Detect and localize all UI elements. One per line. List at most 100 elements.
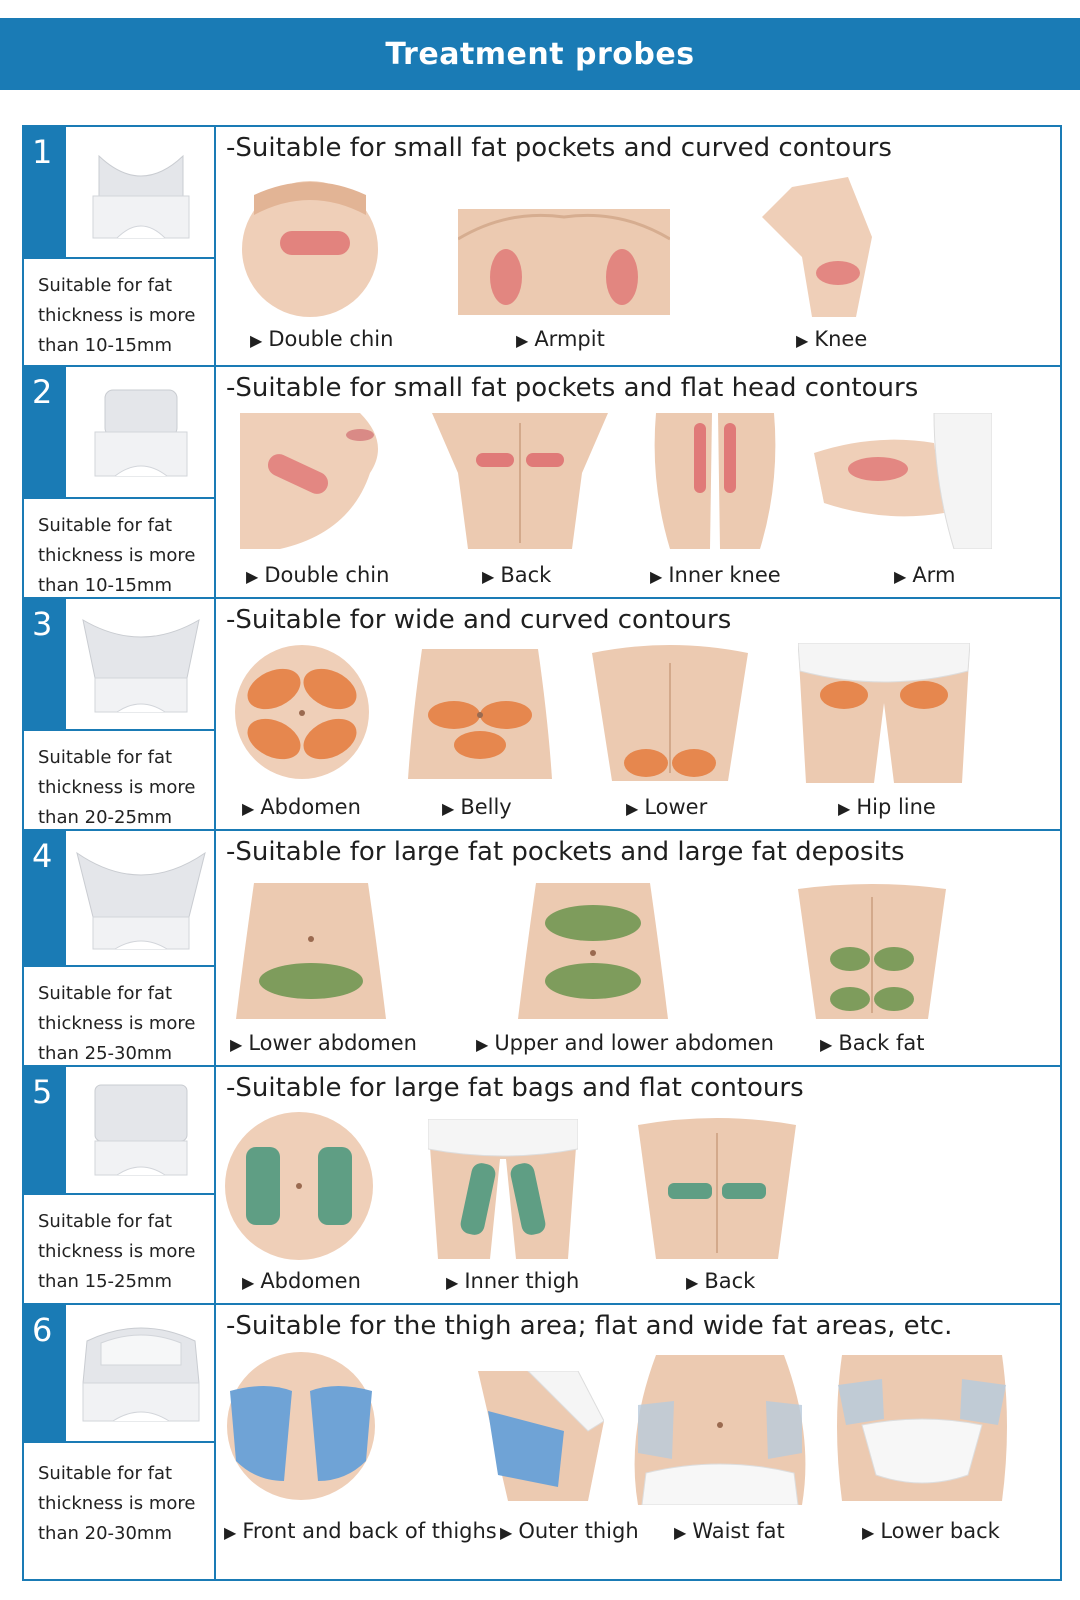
note-line: than 10-15mm [38, 575, 172, 596]
item-caption: ▶Lower back [862, 1519, 1000, 1543]
item-label: Abdomen [260, 795, 361, 819]
item-caption: ▶ Arm [894, 563, 955, 587]
note-line: Suitable for fat [38, 275, 173, 296]
probe-6-icon [68, 1305, 214, 1441]
item-caption: ▶Lower [626, 795, 707, 819]
bullet-triangle-icon: ▶ [894, 567, 907, 586]
note-line: than 25-30mm [38, 1043, 172, 1064]
row-heading: -Suitable for small fat pockets and curv… [226, 133, 892, 163]
note-line: Suitable for fat [38, 983, 173, 1004]
probe-1-icon [68, 127, 214, 257]
probe-number: 4 [32, 837, 53, 875]
bullet-triangle-icon: ▶ [242, 799, 255, 818]
note-line: than 20-25mm [38, 807, 172, 828]
waist-fat-photo-icon [626, 1355, 814, 1505]
item-label: Abdomen [260, 1269, 361, 1293]
bullet-triangle-icon: ▶ [250, 331, 263, 350]
probe-row-3: 3 Suitable for fat thickness is more tha… [24, 599, 1060, 831]
probe-cell: 5 Suitable for fat thickness is more tha… [24, 1067, 216, 1303]
note-line: thickness is more [38, 1241, 196, 1262]
bullet-triangle-icon: ▶ [446, 1273, 459, 1292]
item-caption: ▶ Armpit [516, 327, 605, 351]
item-label: Armpit [534, 327, 605, 351]
number-block: 2 [24, 367, 66, 497]
item-caption: ▶ Hip line [838, 795, 936, 819]
upper-lower-abdomen-photo-icon [518, 883, 668, 1019]
item-caption: ▶Waist fat [674, 1519, 785, 1543]
item-label: Inner knee [668, 563, 781, 587]
row-heading: -Suitable for large fat bags and flat co… [226, 1073, 804, 1103]
row-content: -Suitable for small fat pockets and curv… [218, 127, 1060, 365]
note-line: thickness is more [38, 777, 196, 798]
note-line: thickness is more [38, 1493, 196, 1514]
item-caption: ▶Back [686, 1269, 755, 1293]
note-line: than 20-30mm [38, 1523, 172, 1544]
armpit-photo-icon [458, 209, 670, 315]
note-line: Suitable for fat [38, 1463, 173, 1484]
probe-number: 2 [32, 373, 53, 411]
fat-thickness-note: Suitable for fat thickness is more than … [38, 511, 208, 601]
item-caption: ▶Lower abdomen [230, 1031, 417, 1055]
fat-thickness-note: Suitable for fat thickness is more than … [38, 979, 208, 1069]
probe-cell: 2 Suitable for fat thickness is more tha… [24, 367, 216, 597]
number-block: 4 [24, 831, 66, 965]
item-label: Back [500, 563, 552, 587]
bullet-triangle-icon: ▶ [246, 567, 259, 586]
item-caption: ▶ Abdomen [242, 795, 361, 819]
bullet-triangle-icon: ▶ [442, 799, 455, 818]
back-photo-icon [638, 1117, 796, 1259]
probe-number: 5 [32, 1073, 53, 1111]
inner-thigh-photo-icon [428, 1119, 578, 1259]
item-label: Double chin [264, 563, 390, 587]
number-block: 6 [24, 1305, 66, 1441]
note-line: Suitable for fat [38, 515, 173, 536]
item-caption: ▶Knee [796, 327, 867, 351]
item-caption: ▶Outer thigh [500, 1519, 639, 1543]
abdomen-photo-icon [232, 643, 372, 781]
item-caption: ▶Inner knee [650, 563, 781, 587]
probe-number: 1 [32, 133, 53, 171]
note-line: Suitable for fat [38, 747, 173, 768]
bullet-triangle-icon: ▶ [838, 799, 851, 818]
item-caption: ▶ Upper and lower abdomen [476, 1031, 774, 1055]
item-label: Upper and lower abdomen [494, 1031, 774, 1055]
hip-line-photo-icon [798, 643, 970, 783]
row-heading: -Suitable for small fat pockets and flat… [226, 373, 919, 403]
item-label: Lower abdomen [248, 1031, 417, 1055]
double-chin-photo-icon [240, 413, 392, 549]
fat-thickness-note: Suitable for fat thickness is more than … [38, 1459, 208, 1549]
row-content: -Suitable for small fat pockets and flat… [218, 367, 1060, 597]
divider [24, 1193, 214, 1195]
divider [24, 257, 214, 259]
item-caption: ▶Abdomen [242, 1269, 361, 1293]
double-chin-photo-icon [240, 175, 380, 321]
bullet-triangle-icon: ▶ [626, 799, 639, 818]
divider [24, 1441, 214, 1443]
probe-cell: 1 Suitable for fat thickness is more tha… [24, 127, 216, 365]
bullet-triangle-icon: ▶ [686, 1273, 699, 1292]
outer-thigh-photo-icon [468, 1371, 604, 1501]
divider [24, 497, 214, 499]
probe-table: 1 Suitable for fat thickness is more tha… [22, 125, 1062, 1581]
item-caption: ▶Back fat [820, 1031, 924, 1055]
bullet-triangle-icon: ▶ [820, 1035, 833, 1054]
bullet-triangle-icon: ▶ [476, 1035, 489, 1054]
probe-row-5: 5 Suitable for fat thickness is more tha… [24, 1067, 1060, 1305]
item-caption: ▶Double chin [250, 327, 393, 351]
fat-thickness-note: Suitable for fat thickness is more than … [38, 1207, 208, 1297]
abdomen-photo-icon [224, 1111, 374, 1261]
row-content: -Suitable for large fat bags and flat co… [218, 1067, 1060, 1303]
bullet-triangle-icon: ▶ [500, 1523, 513, 1542]
fat-thickness-note: Suitable for fat thickness is more than … [38, 271, 208, 361]
number-block: 3 [24, 599, 66, 729]
item-caption: ▶Belly [442, 795, 512, 819]
item-label: Hip line [856, 795, 936, 819]
probe-number: 3 [32, 605, 53, 643]
header-banner: Treatment probes [0, 18, 1080, 90]
thighs-photo-icon [226, 1351, 376, 1501]
bullet-triangle-icon: ▶ [516, 331, 529, 350]
probe-cell: 6 Suitable for fat thickness is more tha… [24, 1305, 216, 1579]
back-photo-icon [432, 413, 608, 549]
item-label: Arm [912, 563, 956, 587]
item-label: Front and back of thighs [242, 1519, 497, 1543]
